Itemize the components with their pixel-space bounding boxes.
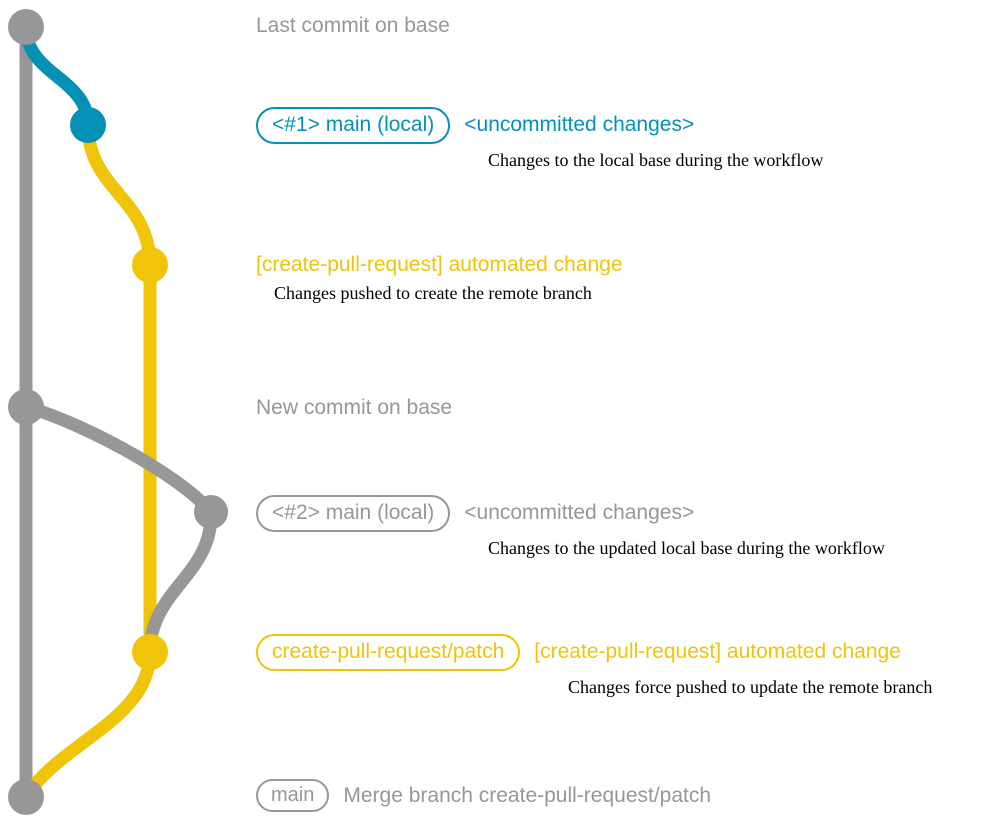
commit-headline-uncommitted-changes-2: <uncommitted changes>	[464, 501, 695, 525]
gold-branch-line-upper	[81, 118, 157, 272]
commit-description-1: Changes to the local base during the wor…	[488, 149, 824, 170]
row-commit-1: <#1> main (local) <uncommitted changes> …	[256, 107, 823, 171]
commit-description-2: Changes pushed to create the remote bran…	[274, 283, 592, 304]
commit-node-base-top[interactable]	[8, 9, 44, 45]
commit-description-3: Changes to the updated local base during…	[488, 537, 885, 558]
commit-node-local-commit-1[interactable]	[70, 107, 106, 143]
commit-headline-uncommitted-changes-1: <uncommitted changes>	[464, 113, 695, 137]
commit-node-base-new[interactable]	[8, 389, 44, 425]
commit-node-automated-1[interactable]	[132, 247, 168, 283]
gold-merge-line	[19, 645, 157, 804]
row-line: <#1> main (local) <uncommitted changes>	[256, 107, 823, 144]
row-line: create-pull-request/patch [create-pull-r…	[256, 634, 932, 671]
row-line: [create-pull-request] automated change	[256, 253, 623, 277]
row-automated-change-2: create-pull-request/patch [create-pull-r…	[256, 634, 932, 698]
row-line: New commit on base	[256, 396, 452, 420]
row-automated-change-1: [create-pull-request] automated change C…	[256, 253, 623, 304]
commit-headline-automated-change-1: [create-pull-request] automated change	[256, 253, 623, 276]
row-merge-commit: main Merge branch create-pull-request/pa…	[256, 779, 712, 813]
branch-badge-main-local-2[interactable]: <#2> main (local)	[256, 495, 451, 532]
commit-node-base-merge[interactable]	[8, 779, 44, 815]
commit-title-last-commit-on-base: Last commit on base	[256, 14, 450, 37]
row-line: <#2> main (local) <uncommitted changes>	[256, 495, 885, 532]
row-new-commit-on-base: New commit on base	[256, 396, 452, 420]
row-line: Last commit on base	[256, 14, 450, 38]
commit-headline-merge-branch: Merge branch create-pull-request/patch	[343, 783, 712, 807]
commit-node-automated-2[interactable]	[132, 634, 168, 670]
base-to-update-line	[19, 400, 218, 519]
row-commit-2: <#2> main (local) <uncommitted changes> …	[256, 495, 885, 559]
commit-graph	[8, 9, 228, 815]
branch-badge-main[interactable]: main	[256, 779, 330, 813]
branch-badge-create-pull-request-patch[interactable]: create-pull-request/patch	[256, 634, 521, 671]
row-last-commit-on-base: Last commit on base	[256, 14, 450, 38]
update-to-patch-line	[143, 505, 218, 659]
branch-badge-main-local-1[interactable]: <#1> main (local)	[256, 107, 451, 144]
commit-headline-automated-change-2: [create-pull-request] automated change	[534, 640, 901, 664]
row-line: main Merge branch create-pull-request/pa…	[256, 779, 712, 813]
commit-description-4: Changes force pushed to update the remot…	[568, 676, 933, 697]
commit-node-local-commit-2[interactable]	[194, 495, 228, 529]
commit-title-new-commit-on-base: New commit on base	[256, 396, 453, 419]
